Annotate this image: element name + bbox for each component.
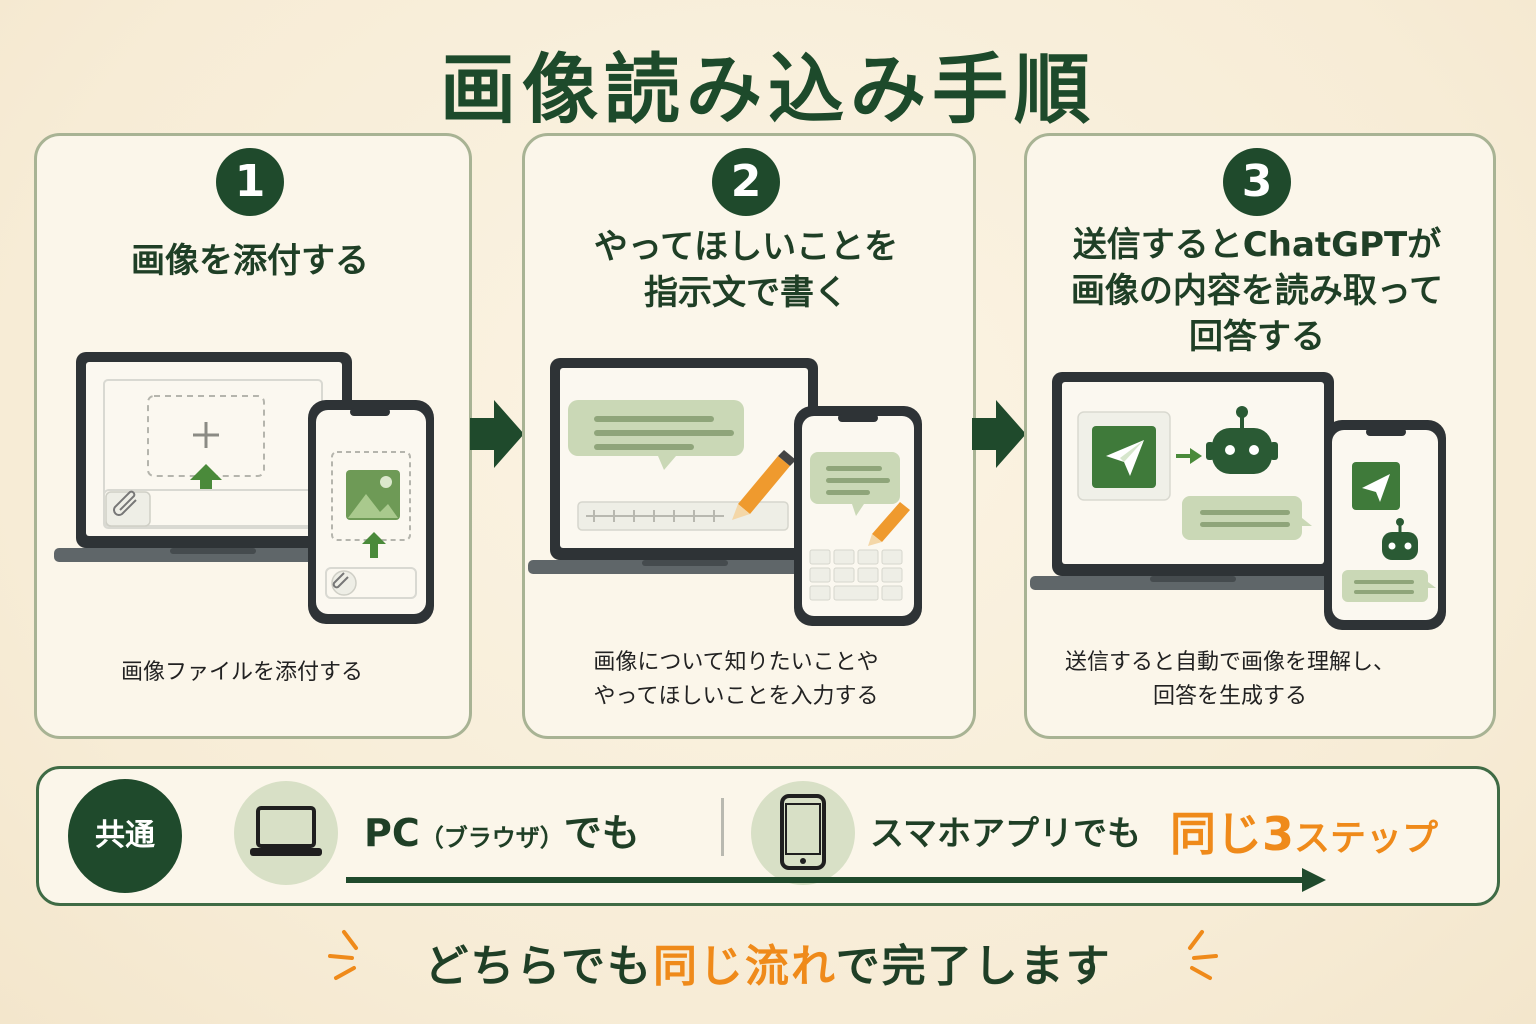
step3-illustration [1030,372,1446,630]
step2-illustration [528,358,922,626]
sp-label: スマホアプリでも [870,814,1141,854]
step-number-2: 2 [712,148,780,216]
step-title-1: 画像を添付する [131,241,369,281]
step-arrow-1 [470,400,524,468]
sparkle-left [328,930,358,980]
bar-arrow [346,868,1326,892]
robot-icon [1206,406,1278,474]
step-title-2: やってほしいことを 指示文で書く [593,227,899,313]
pencil-icon [732,450,796,520]
same-three-steps: 同じ3ステップ [1170,807,1439,861]
page-title: 画像読み込み手順 [440,45,1096,134]
bottom-message: どちらでも同じ流れで完了します [424,941,1112,992]
send-icon [1092,426,1156,488]
step-title-3: 送信するとChatGPTが 画像の内容を読み取って 回答する [1070,225,1444,357]
step-desc-3: 送信すると自動で画像を理解し、 回答を生成する [1064,650,1395,709]
pc-label: PC（ブラウザ）でも [364,811,640,855]
step-desc-1: 画像ファイルを添付する [120,660,363,685]
sparkle-right [1188,930,1218,980]
laptop-icon [250,806,322,856]
step-desc-2: 画像について知りたいことや やってほしいことを入力する [593,650,879,709]
smartphone-icon [780,794,826,870]
image-icon [346,470,400,520]
pc-circle [234,781,338,885]
step-number-3: 3 [1223,148,1291,216]
upload-arrow-icon [190,464,222,500]
step1-illustration [54,352,434,624]
common-badge: 共通 [68,779,182,893]
plus-icon [193,422,219,448]
step-number-1: 1 [216,148,284,216]
paperclip-icon [113,490,137,516]
step-arrow-2 [972,400,1026,468]
bar-divider [721,798,724,856]
